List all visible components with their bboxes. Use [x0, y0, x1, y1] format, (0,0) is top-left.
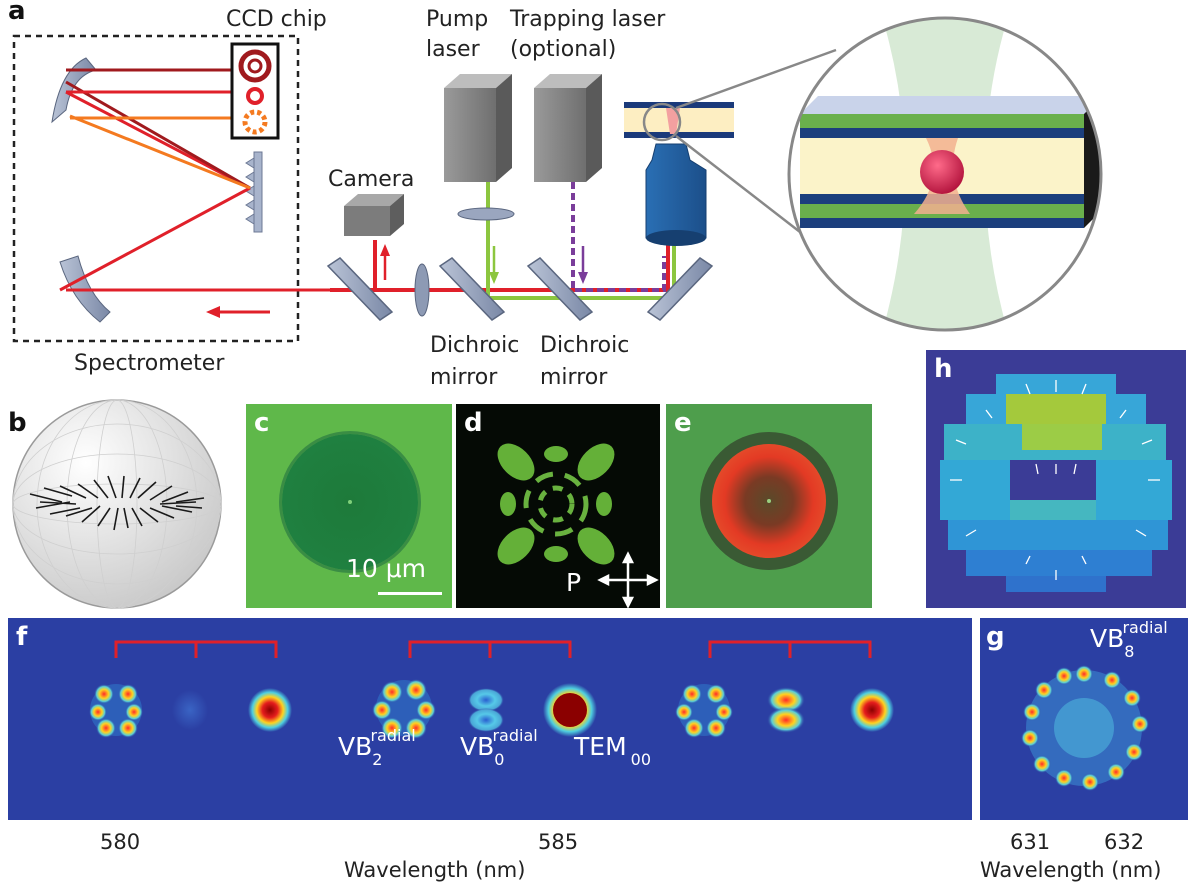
trapping-laser-label-line1: Trapping laser: [510, 7, 666, 32]
panel-f-xlabel: Wavelength (nm): [344, 858, 526, 882]
panel-c-label: c: [254, 408, 270, 438]
pump-laser-label-line2: laser: [426, 37, 480, 62]
tick-631: 631: [1010, 830, 1051, 854]
beamsplitter-camera: [326, 257, 394, 321]
diffraction-grating: [245, 151, 263, 233]
mode-brackets: [114, 640, 872, 658]
panel-h-label: h: [934, 354, 953, 384]
dichroic-mirror-1-line1: Dichroic: [430, 333, 520, 358]
pump-laser-label-line1: Pump: [426, 7, 489, 32]
panel-g-label: g: [986, 622, 1005, 652]
dichroic-mirror-2-line1: Dichroic: [540, 333, 630, 358]
zoom-source-circle: [642, 102, 682, 142]
panel-f-image: [8, 618, 972, 820]
ccd-chip-label: CCD chip: [226, 7, 327, 32]
trapping-laser-box: [534, 74, 602, 88]
panel-h-image: [926, 350, 1186, 608]
camera-label: Camera: [328, 167, 415, 192]
pump-laser-box: [444, 74, 512, 88]
mode-group-3: [675, 684, 894, 738]
microsphere: [920, 150, 964, 194]
tick-632: 632: [1104, 830, 1145, 854]
scale-bar: [378, 592, 442, 595]
dichroic-mirror-1: [438, 257, 506, 321]
trapping-laser-label-line2: (optional): [510, 37, 617, 62]
dichroic-mirror-2-line2: mirror: [540, 365, 608, 390]
setup-schematic: [12, 16, 1103, 343]
panel-b-label: b: [8, 408, 27, 438]
camera: [344, 194, 404, 206]
mode-label-vb2: VB2radial: [338, 726, 416, 769]
polarizer-arrows: [597, 551, 659, 609]
curved-mirror-top: [51, 57, 97, 124]
spectrometer-box: [12, 34, 300, 343]
director-field: [29, 475, 205, 531]
panel-d-label: d: [464, 408, 483, 438]
fold-mirror: [646, 257, 714, 321]
dichroic-mirror-2: [526, 257, 594, 321]
mode-label-vb0: VB0radial: [460, 726, 538, 769]
polarizer-label: P: [566, 568, 582, 597]
objective-lens: [645, 143, 707, 244]
mode-label-vb8: VB8radial: [1090, 618, 1168, 661]
vb8-lobes: [1021, 665, 1149, 791]
panel-e-label: e: [674, 408, 692, 438]
panel-e-image: [666, 404, 872, 608]
pump-lens: [457, 207, 515, 221]
panel-d-image: [456, 404, 660, 609]
mode-group-1: [89, 684, 292, 738]
orientation-sphere: [12, 399, 222, 609]
panel-g-image: [980, 618, 1188, 820]
panel-a-label: a: [8, 0, 26, 26]
panel-c-image: [246, 404, 452, 608]
zoom-circle: [787, 16, 1103, 332]
lens: [414, 263, 430, 317]
tick-585: 585: [538, 830, 579, 854]
panel-g-xlabel: Wavelength (nm): [980, 858, 1162, 882]
dichroic-mirror-1-line2: mirror: [430, 365, 498, 390]
scale-bar-label: 10 μm: [346, 554, 427, 583]
tick-580: 580: [100, 830, 141, 854]
spectrometer-label: Spectrometer: [74, 351, 225, 376]
mode-group-2: [372, 679, 597, 739]
vector-field-map: [940, 374, 1172, 592]
panel-f-label: f: [16, 622, 28, 652]
